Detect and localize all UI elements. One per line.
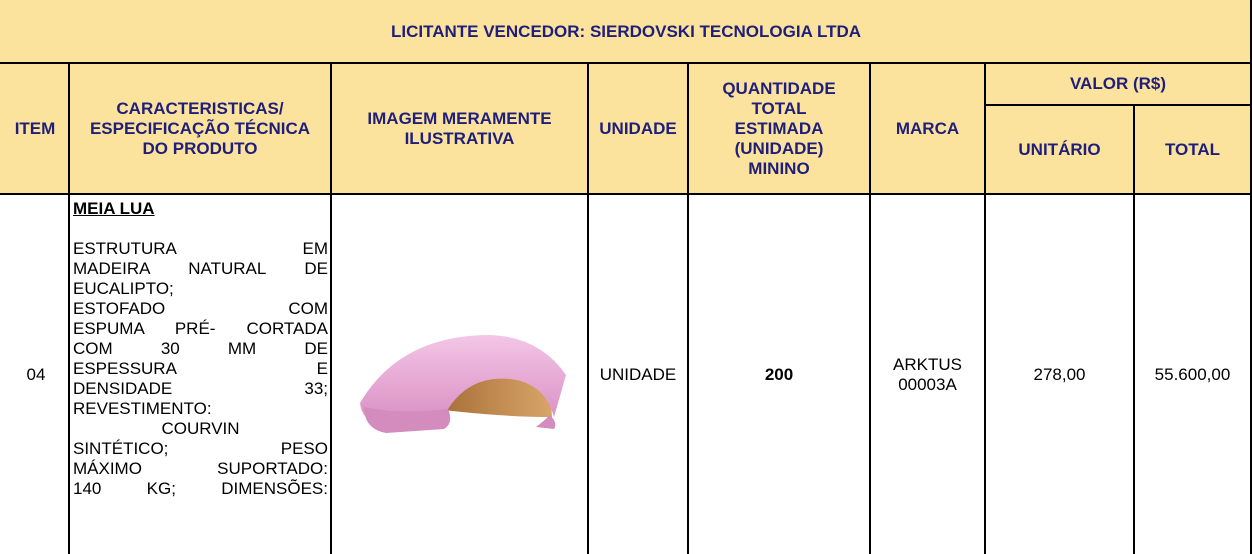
header-item: ITEM bbox=[0, 64, 70, 195]
cell-item: 04 bbox=[0, 195, 70, 554]
header-value: VALOR (R$) bbox=[986, 64, 1252, 106]
cell-unit-price: 278,00 bbox=[986, 195, 1135, 554]
winner-banner: LICITANTE VENCEDOR: SIERDOVSKI TECNOLOGI… bbox=[0, 0, 1252, 64]
cell-total: 55.600,00 bbox=[1135, 195, 1252, 554]
winner-banner-text: LICITANTE VENCEDOR: SIERDOVSKI TECNOLOGI… bbox=[390, 22, 862, 41]
cell-quantity: 200 bbox=[689, 195, 871, 554]
cell-unit: UNIDADE bbox=[589, 195, 689, 554]
spec-text: ESTRUTURA EM MADEIRA NATURAL DE EUCALIPT… bbox=[73, 239, 328, 498]
header-spec: CARACTERISTICAS/ ESPECIFICAÇÃO TÉCNICA D… bbox=[70, 64, 332, 195]
header-unit: UNIDADE bbox=[589, 64, 689, 195]
half-moon-cushion-image bbox=[359, 334, 566, 433]
cell-image bbox=[332, 195, 589, 554]
cell-brand: ARKTUS 00003A bbox=[871, 195, 986, 554]
brand-name: ARKTUS bbox=[893, 354, 962, 374]
header-image: IMAGEM MERAMENTE ILUSTRATIVA bbox=[332, 64, 589, 195]
header-quantity: QUANTIDADE TOTAL ESTIMADA (UNIDADE) MINI… bbox=[689, 64, 871, 195]
cell-specification: MEIA LUA ESTRUTURA EM MADEIRA NATURAL DE… bbox=[70, 195, 332, 554]
header-unit-price: UNITÁRIO bbox=[986, 106, 1135, 195]
header-total: TOTAL bbox=[1135, 106, 1252, 195]
product-name: MEIA LUA bbox=[73, 199, 155, 218]
brand-model: 00003A bbox=[898, 374, 957, 394]
header-brand: MARCA bbox=[871, 64, 986, 195]
